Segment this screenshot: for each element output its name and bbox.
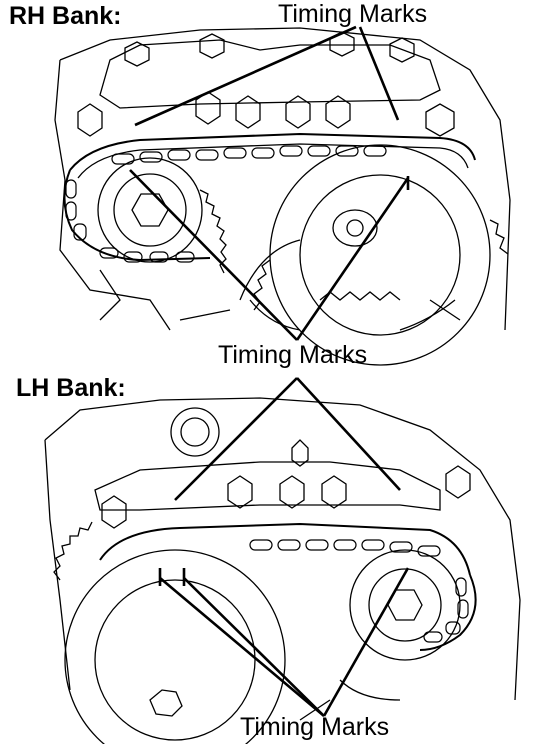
lh-bottom-timing-marks-label: Timing Marks — [240, 713, 390, 741]
rh-left-sprocket-teeth — [199, 189, 227, 274]
rh-left-sprocket — [97, 157, 203, 263]
lh-bank-illustration — [44, 397, 521, 744]
lh-camshaft-bolts — [101, 439, 471, 529]
rh-lower-gear — [239, 239, 401, 301]
rh-camshaft-housing — [99, 39, 441, 109]
lh-camshaft-housing — [94, 461, 441, 511]
lh-bank-label: LH Bank: — [16, 374, 126, 402]
rh-bank-illustration — [54, 27, 511, 366]
rh-timing-chain-left — [63, 169, 211, 262]
lh-right-sprocket — [349, 549, 461, 661]
rh-top-timing-marks-label: Timing Marks — [278, 0, 428, 28]
lh-timing-chain-right — [419, 574, 477, 651]
lh-chain-right-links — [423, 577, 469, 643]
rh-right-sprocket-teeth — [253, 219, 509, 311]
lh-timing-chain-upper — [99, 522, 471, 576]
rh-chain-left-links — [65, 179, 195, 263]
rh-timing-chain-upper-inner — [77, 143, 469, 179]
rh-timing-mark-pointers — [129, 25, 410, 341]
lh-timing-mark-pointers — [158, 377, 410, 717]
rh-camshaft-bolts — [77, 91, 455, 137]
rh-left-sprocket-bolt — [131, 193, 169, 227]
rh-bottom-timing-marks-label: Timing Marks — [218, 341, 368, 369]
rh-bank-label: RH Bank: — [9, 2, 122, 30]
lh-chain-links — [249, 539, 441, 557]
lh-left-sprocket — [64, 549, 286, 744]
lh-cam-cap — [170, 407, 220, 457]
lh-left-sprocket-bolt — [149, 689, 183, 717]
lh-engine-outline — [44, 397, 521, 701]
lh-left-sprocket-teeth — [53, 521, 93, 581]
rh-right-sprocket-hub — [332, 209, 378, 247]
rh-timing-chain-upper — [69, 132, 476, 171]
rh-chain-links — [111, 145, 387, 165]
rh-engine-outline — [54, 27, 511, 331]
